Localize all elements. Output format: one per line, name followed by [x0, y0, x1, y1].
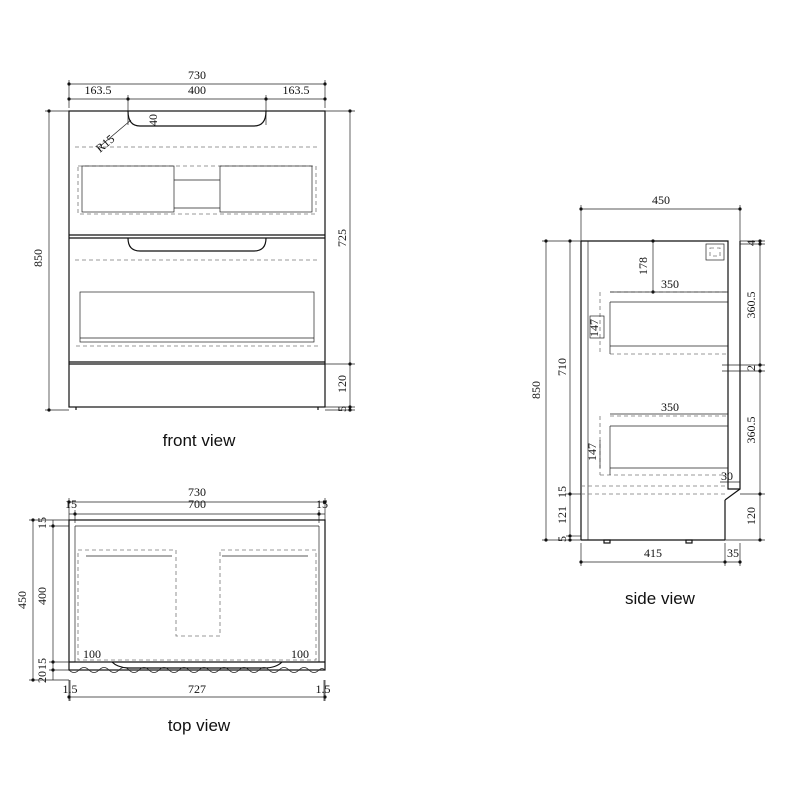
front-handle-bottom: [127, 237, 267, 252]
top-front-gap-a-label: 20: [35, 671, 49, 683]
top-inner-depth-label: 400: [35, 587, 49, 605]
top-bottom-width-label: 727: [188, 682, 206, 696]
front-foot-gap-label: 5: [335, 406, 349, 412]
side-drawer1-height-label: 360.5: [744, 292, 758, 319]
side-front-depth-label: 35: [727, 546, 739, 560]
top-width-label: 730: [188, 485, 206, 499]
top-bottom-right-label: 1.5: [316, 682, 331, 696]
front-left-margin-label: 163.5: [85, 83, 112, 97]
side-rail-offset-label: 147: [587, 319, 601, 337]
top-bottom-left-label: 1.5: [63, 682, 78, 696]
side-carcass-depth-label: 415: [644, 546, 662, 560]
top-cabinet-outline: [68, 519, 326, 671]
front-handle-top: [127, 110, 267, 127]
top-depth-label: 450: [15, 591, 29, 609]
side-drawer2-height-label: 360.5: [744, 417, 758, 444]
front-radius-label: R15: [93, 132, 117, 156]
front-view-caption: front view: [163, 431, 236, 450]
side-lower-offset-label: 147: [585, 443, 599, 461]
side-mid-gap-label: 2: [744, 365, 758, 371]
side-hinge-icon: [705, 243, 725, 261]
side-view: 450 178 350: [529, 193, 765, 608]
top-front-gap-b-label: 15: [35, 658, 49, 670]
top-left-side-label: 15: [65, 497, 77, 511]
side-depth-label: 450: [652, 193, 670, 207]
side-front-panel: [581, 240, 741, 490]
side-drawer-top-offset-label: 178: [636, 257, 650, 275]
front-plinth-label: 120: [335, 375, 349, 393]
side-drawer1-depth-label: 350: [661, 277, 679, 291]
front-cabinet-outline: [68, 110, 326, 408]
top-inner-width-label: 700: [188, 497, 206, 511]
front-body-height-label: 725: [335, 229, 349, 247]
side-base-rail-label: 15: [555, 486, 569, 498]
front-handle-width-label: 400: [188, 83, 206, 97]
top-view: 730 15 700 15 100 100 450: [15, 485, 331, 735]
front-handle-depth-label: 40: [146, 114, 160, 126]
side-plinth-label: 121: [555, 506, 569, 524]
top-left-cutout-label: 100: [83, 647, 101, 661]
side-height-label: 850: [529, 381, 543, 399]
side-foot-gap-label: 5: [555, 536, 569, 542]
side-plinth-right-label: 120: [744, 507, 758, 525]
top-back-panel-label: 15: [35, 517, 49, 529]
side-view-caption: side view: [625, 589, 696, 608]
top-view-caption: top view: [168, 716, 231, 735]
side-front-thickness-label: 30: [721, 469, 733, 483]
front-width-label: 730: [188, 68, 206, 82]
front-right-margin-label: 163.5: [283, 83, 310, 97]
front-height-label: 850: [31, 249, 45, 267]
top-right-cutout-label: 100: [291, 647, 309, 661]
side-body-height-label: 710: [555, 358, 569, 376]
side-top-gap-label: 4: [744, 240, 758, 246]
top-right-side-label: 15: [316, 497, 328, 511]
side-drawer2-depth-label: 350: [661, 400, 679, 414]
front-view: 730 163.5 400 163.5 40 R15: [31, 68, 355, 450]
